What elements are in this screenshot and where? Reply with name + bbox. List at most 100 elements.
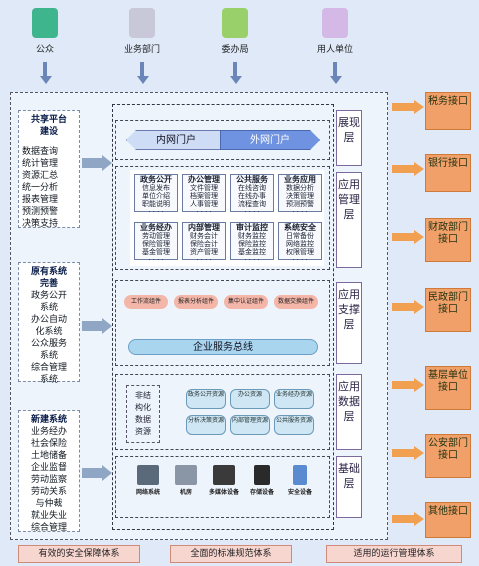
- server-rack-icon: [175, 465, 197, 485]
- panel-item: 与仲裁: [35, 499, 63, 509]
- panel-item: 劳动关系: [30, 487, 67, 497]
- app-cell: 业务经办劳动管理保险管理基金管理· · · ·: [134, 222, 178, 264]
- data-layer: 非结构化数据资源 政务公开资源 办公资源 业务经办资源 分析决策资源 内部管理资…: [115, 374, 330, 450]
- panel-title: 建设: [39, 127, 58, 137]
- panel-title: 原有系统: [30, 267, 67, 277]
- down-arrow-icon: [330, 62, 342, 84]
- user-label: 公众: [35, 45, 54, 55]
- left-panel-new-systems: 新建系统 业务经办 社会保险 土地储备 企业监督 劳动监察 劳动关系 与仲裁 就…: [18, 410, 80, 533]
- server-room: 机房: [168, 465, 204, 496]
- data-resource: 政务公开资源: [186, 389, 226, 409]
- security-icon: [293, 465, 307, 485]
- layer-label-presentation: 展现层: [336, 110, 362, 166]
- panel-item: 公众服务: [30, 339, 67, 349]
- panel-item: 土地储备: [30, 451, 67, 461]
- data-resource: 业务经办资源: [274, 389, 314, 409]
- app-cell: 系统安全日常备份网络监控权限管理· · · ·: [278, 222, 322, 264]
- application-layer: [115, 166, 330, 270]
- user-public: 公众: [10, 8, 80, 55]
- footer-security: 有效的安全保障体系: [18, 545, 140, 563]
- right-arrow-icon: [392, 512, 424, 526]
- down-arrow-icon: [230, 62, 242, 84]
- interface-public-security: 公安部门接口: [425, 434, 471, 478]
- employer-user-icon: [322, 8, 348, 38]
- panel-item: 劳动监察: [30, 475, 67, 485]
- base-layer: 网络系统 机房 多媒体设备 存储设备 安全设备: [115, 456, 330, 518]
- support-layer: 工作流组件 报表分析组件 集中认证组件 数据交换组件 企业服务总线: [115, 280, 330, 366]
- data-resource: 办公资源: [230, 389, 270, 409]
- app-cell: 公共服务在线咨询在线办事流程查询· · · ·: [230, 174, 274, 216]
- data-resource: 分析决策资源: [186, 415, 226, 435]
- footer-standards: 全面的标准规范体系: [170, 545, 292, 563]
- network-icon: [137, 465, 159, 485]
- down-arrow-icon: [137, 62, 149, 84]
- panel-item: 就业失业: [30, 511, 67, 521]
- panel-item: 系统: [39, 303, 58, 313]
- panel-item: 企业监督: [30, 463, 67, 473]
- right-arrow-icon: [82, 465, 112, 481]
- panel-item: 社会保险: [30, 439, 67, 449]
- support-component: 数据交换组件: [274, 295, 318, 309]
- panel-item: 业务经办: [30, 427, 67, 437]
- panel-item: 政务公开: [30, 291, 67, 301]
- right-arrow-icon: [392, 100, 424, 114]
- department-user-icon: [129, 8, 155, 38]
- panel-item: 数据查询: [22, 147, 59, 157]
- right-arrow-icon: [392, 378, 424, 392]
- network-system: 网络系统: [130, 465, 166, 496]
- public-user-icon: [32, 8, 58, 38]
- panel-item: 办公自动: [30, 315, 67, 325]
- support-component: 工作流组件: [124, 295, 168, 309]
- interface-bank: 银行接口: [425, 154, 471, 192]
- user-label: 用人单位: [316, 45, 353, 55]
- panel-title: 新建系统: [30, 415, 67, 425]
- storage-icon: [254, 465, 270, 485]
- user-label: 业务部门: [123, 45, 160, 55]
- panel-item: 综合管理: [30, 363, 67, 373]
- layer-label-support: 应用支撑层: [336, 282, 362, 364]
- app-cell: 政务公开信息发布单位介绍职能说明· · · ·: [134, 174, 178, 216]
- layer-label-base: 基础层: [336, 456, 362, 518]
- panel-item: 资源汇总: [22, 171, 59, 181]
- panel-item: 报表管理: [22, 195, 59, 205]
- support-component: 报表分析组件: [174, 295, 218, 309]
- panel-item: 决策支持: [22, 219, 59, 229]
- down-arrow-icon: [40, 62, 52, 84]
- presentation-layer: 内网门户 外网门户: [115, 120, 330, 160]
- user-employer: 用人单位: [300, 8, 370, 55]
- right-arrow-icon: [392, 230, 424, 244]
- data-resource: 内部管理资源: [230, 415, 270, 435]
- footer-operations: 适用的运行管理体系: [326, 545, 462, 563]
- enterprise-service-bus: 企业服务总线: [128, 339, 318, 355]
- multimedia-device: 多媒体设备: [206, 465, 242, 496]
- interface-tax: 税务接口: [425, 92, 471, 130]
- extranet-portal: 外网门户: [220, 130, 320, 150]
- app-cell: 内部管理财务会计保险会计资产管理· · · ·: [182, 222, 226, 264]
- interface-finance: 财政部门接口: [425, 218, 471, 262]
- application-grid: 政务公开信息发布单位介绍职能说明· · · · 办公管理文件管理档案管理人事管理…: [130, 170, 324, 266]
- panel-item: 系统: [39, 375, 58, 385]
- panel-item: 综合管理: [30, 523, 67, 533]
- panel-item: 化系统: [35, 327, 63, 337]
- intranet-portal: 内网门户: [126, 130, 226, 150]
- center-frame: [112, 104, 334, 530]
- left-panel-shared-platform: 共享平台 建设 数据查询 统计管理 资源汇总 统一分析 报表管理 预测预警 决策…: [18, 110, 80, 229]
- interface-other: 其他接口: [425, 502, 471, 538]
- support-component: 集中认证组件: [224, 295, 268, 309]
- interface-civil-affairs: 民政部门接口: [425, 288, 471, 332]
- right-arrow-icon: [82, 155, 112, 171]
- right-arrow-icon: [82, 318, 112, 334]
- layer-label-application: 应用管理层: [336, 172, 362, 268]
- panel-item: 系统: [39, 351, 58, 361]
- storage-device: 存储设备: [244, 465, 280, 496]
- panel-title: 完善: [39, 279, 58, 289]
- panel-item: 预测预警: [22, 207, 59, 217]
- interface-grassroots: 基层单位接口: [425, 366, 471, 410]
- left-panel-existing-systems: 原有系统 完善 政务公开 系统 办公自动 化系统 公众服务 系统 综合管理 系统: [18, 262, 80, 385]
- right-arrow-icon: [392, 300, 424, 314]
- panel-title: 共享平台: [30, 115, 67, 125]
- app-cell: 业务应用数据分析决策管理预测预警· · · ·: [278, 174, 322, 216]
- bureau-user-icon: [222, 8, 248, 38]
- right-arrow-icon: [392, 446, 424, 460]
- app-cell: 审计监控财务监控保险监控基金监控· · · ·: [230, 222, 274, 264]
